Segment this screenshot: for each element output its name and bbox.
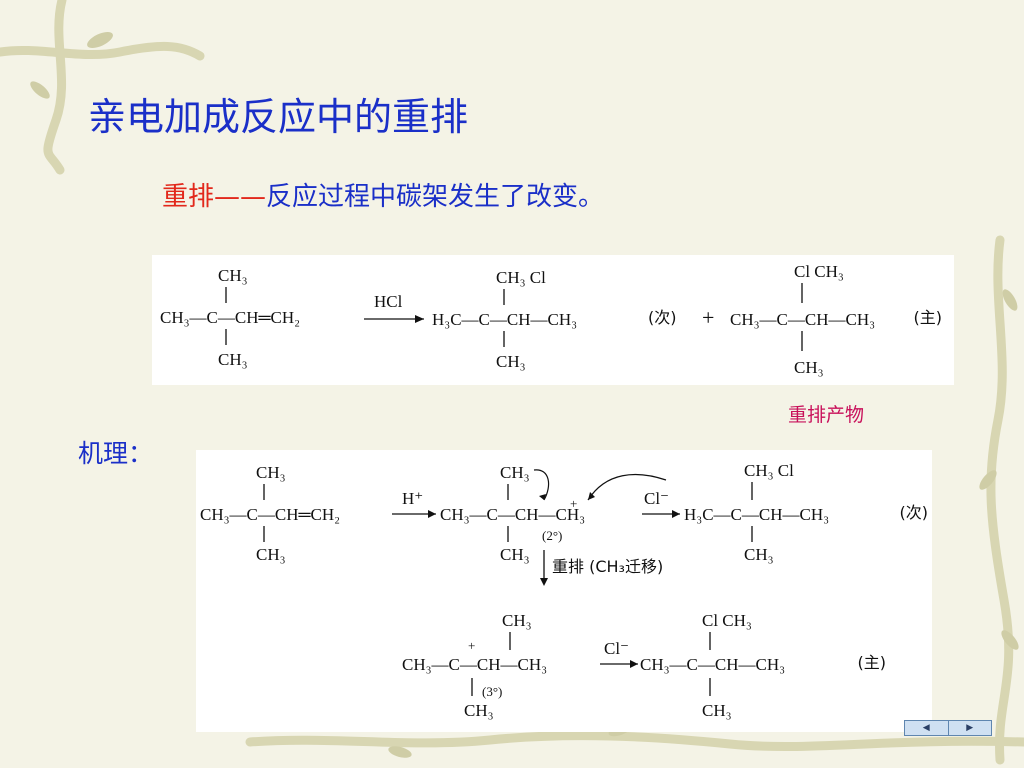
r1-product1-main: H₃C—C—CH—CH₃ bbox=[432, 310, 577, 329]
m-arrow2-icon bbox=[672, 510, 680, 518]
m-product1-top: CH₃ Cl bbox=[744, 461, 794, 480]
m-reactant-top: CH₃ bbox=[256, 463, 286, 482]
r1-product2-top: Cl CH₃ bbox=[794, 262, 844, 281]
prev-arrow-icon: ◀ bbox=[922, 723, 930, 733]
r1-product1-tag: (次) bbox=[648, 308, 677, 327]
next-slide-button[interactable]: ▶ bbox=[949, 721, 992, 735]
slide-navigation: ◀ ▶ bbox=[904, 720, 992, 736]
m-product2-top: Cl CH₃ bbox=[702, 611, 752, 630]
m-cation2-type: (3°) bbox=[482, 684, 502, 699]
m-cation-bottom: CH₃ bbox=[500, 545, 530, 564]
definition-term: 重排 bbox=[162, 182, 215, 212]
slide-title: 亲电加成反应中的重排 bbox=[88, 95, 469, 139]
mechanism-label: 机理： bbox=[78, 439, 154, 468]
m-product2-tag: (主) bbox=[858, 653, 887, 672]
m-arrow1-icon bbox=[428, 510, 436, 518]
r1-reactant-bottom: CH₃ bbox=[218, 350, 248, 369]
m-shift-label: 重排 (CH₃迁移) bbox=[552, 557, 663, 576]
m-product1-tag: (次) bbox=[900, 503, 929, 522]
prev-slide-button[interactable]: ◀ bbox=[905, 721, 949, 735]
r1-product1-bottom: CH₃ bbox=[496, 352, 526, 371]
mechanism-panel: CH₃ CH₃—C—CH═CH₂ CH₃ H⁺ CH₃ CH₃—C—CH—CH₃… bbox=[196, 450, 932, 732]
next-arrow-icon: ▶ bbox=[966, 723, 974, 733]
m-cation-main: CH₃—C—CH—CH₃ bbox=[440, 505, 585, 524]
m-cation-charge: + bbox=[570, 496, 577, 511]
m-product1-main: H₃C—C—CH—CH₃ bbox=[684, 505, 829, 524]
rearranged-product-note: 重排产物 bbox=[788, 404, 865, 426]
r1-product1-top: CH₃ Cl bbox=[496, 268, 546, 287]
rearrangement-definition: 重排——反应过程中碳架发生了改变。 bbox=[162, 176, 604, 213]
m-product2-bottom: CH₃ bbox=[702, 701, 732, 720]
r1-plus: + bbox=[702, 305, 714, 330]
r1-arrow-icon bbox=[415, 315, 424, 323]
m-product1-bottom: CH₃ bbox=[744, 545, 774, 564]
r1-product2-tag: (主) bbox=[914, 308, 943, 327]
m-cation2-bottom: CH₃ bbox=[464, 701, 494, 720]
m-cation2-main: CH₃—C—CH—CH₃ bbox=[402, 655, 547, 674]
r1-reactant-top: CH₃ bbox=[218, 266, 248, 285]
m-attack-arrow-icon bbox=[588, 492, 595, 500]
definition-text: 反应过程中碳架发生了改变。 bbox=[266, 182, 605, 212]
m-reactant-bottom: CH₃ bbox=[256, 545, 286, 564]
r1-reagent: HCl bbox=[374, 292, 403, 311]
m-reagent-cl2: Cl⁻ bbox=[604, 639, 629, 658]
m-cation-type: (2°) bbox=[542, 528, 562, 543]
m-methyl-shift-arrow-icon bbox=[539, 494, 546, 500]
r1-product2-bottom: CH₃ bbox=[794, 358, 824, 377]
r1-reactant-main: CH₃—C—CH═CH₂ bbox=[160, 308, 300, 327]
m-reagent-h: H⁺ bbox=[402, 489, 423, 508]
m-arrow3-icon bbox=[630, 660, 638, 668]
m-product2-main: CH₃—C—CH—CH₃ bbox=[640, 655, 785, 674]
m-reagent-cl1: Cl⁻ bbox=[644, 489, 669, 508]
m-cation2-charge: + bbox=[468, 638, 475, 653]
m-cation2-top: CH₃ bbox=[502, 611, 532, 630]
definition-dash: —— bbox=[214, 182, 267, 212]
m-cation-top: CH₃ bbox=[500, 463, 530, 482]
reaction-overview-panel: CH₃ CH₃—C—CH═CH₂ CH₃ HCl CH₃ Cl H₃C—C—CH… bbox=[152, 255, 954, 385]
m-reactant-main: CH₃—C—CH═CH₂ bbox=[200, 505, 340, 524]
m-down-arrow-icon bbox=[540, 578, 548, 586]
r1-product2-main: CH₃—C—CH—CH₃ bbox=[730, 310, 875, 329]
